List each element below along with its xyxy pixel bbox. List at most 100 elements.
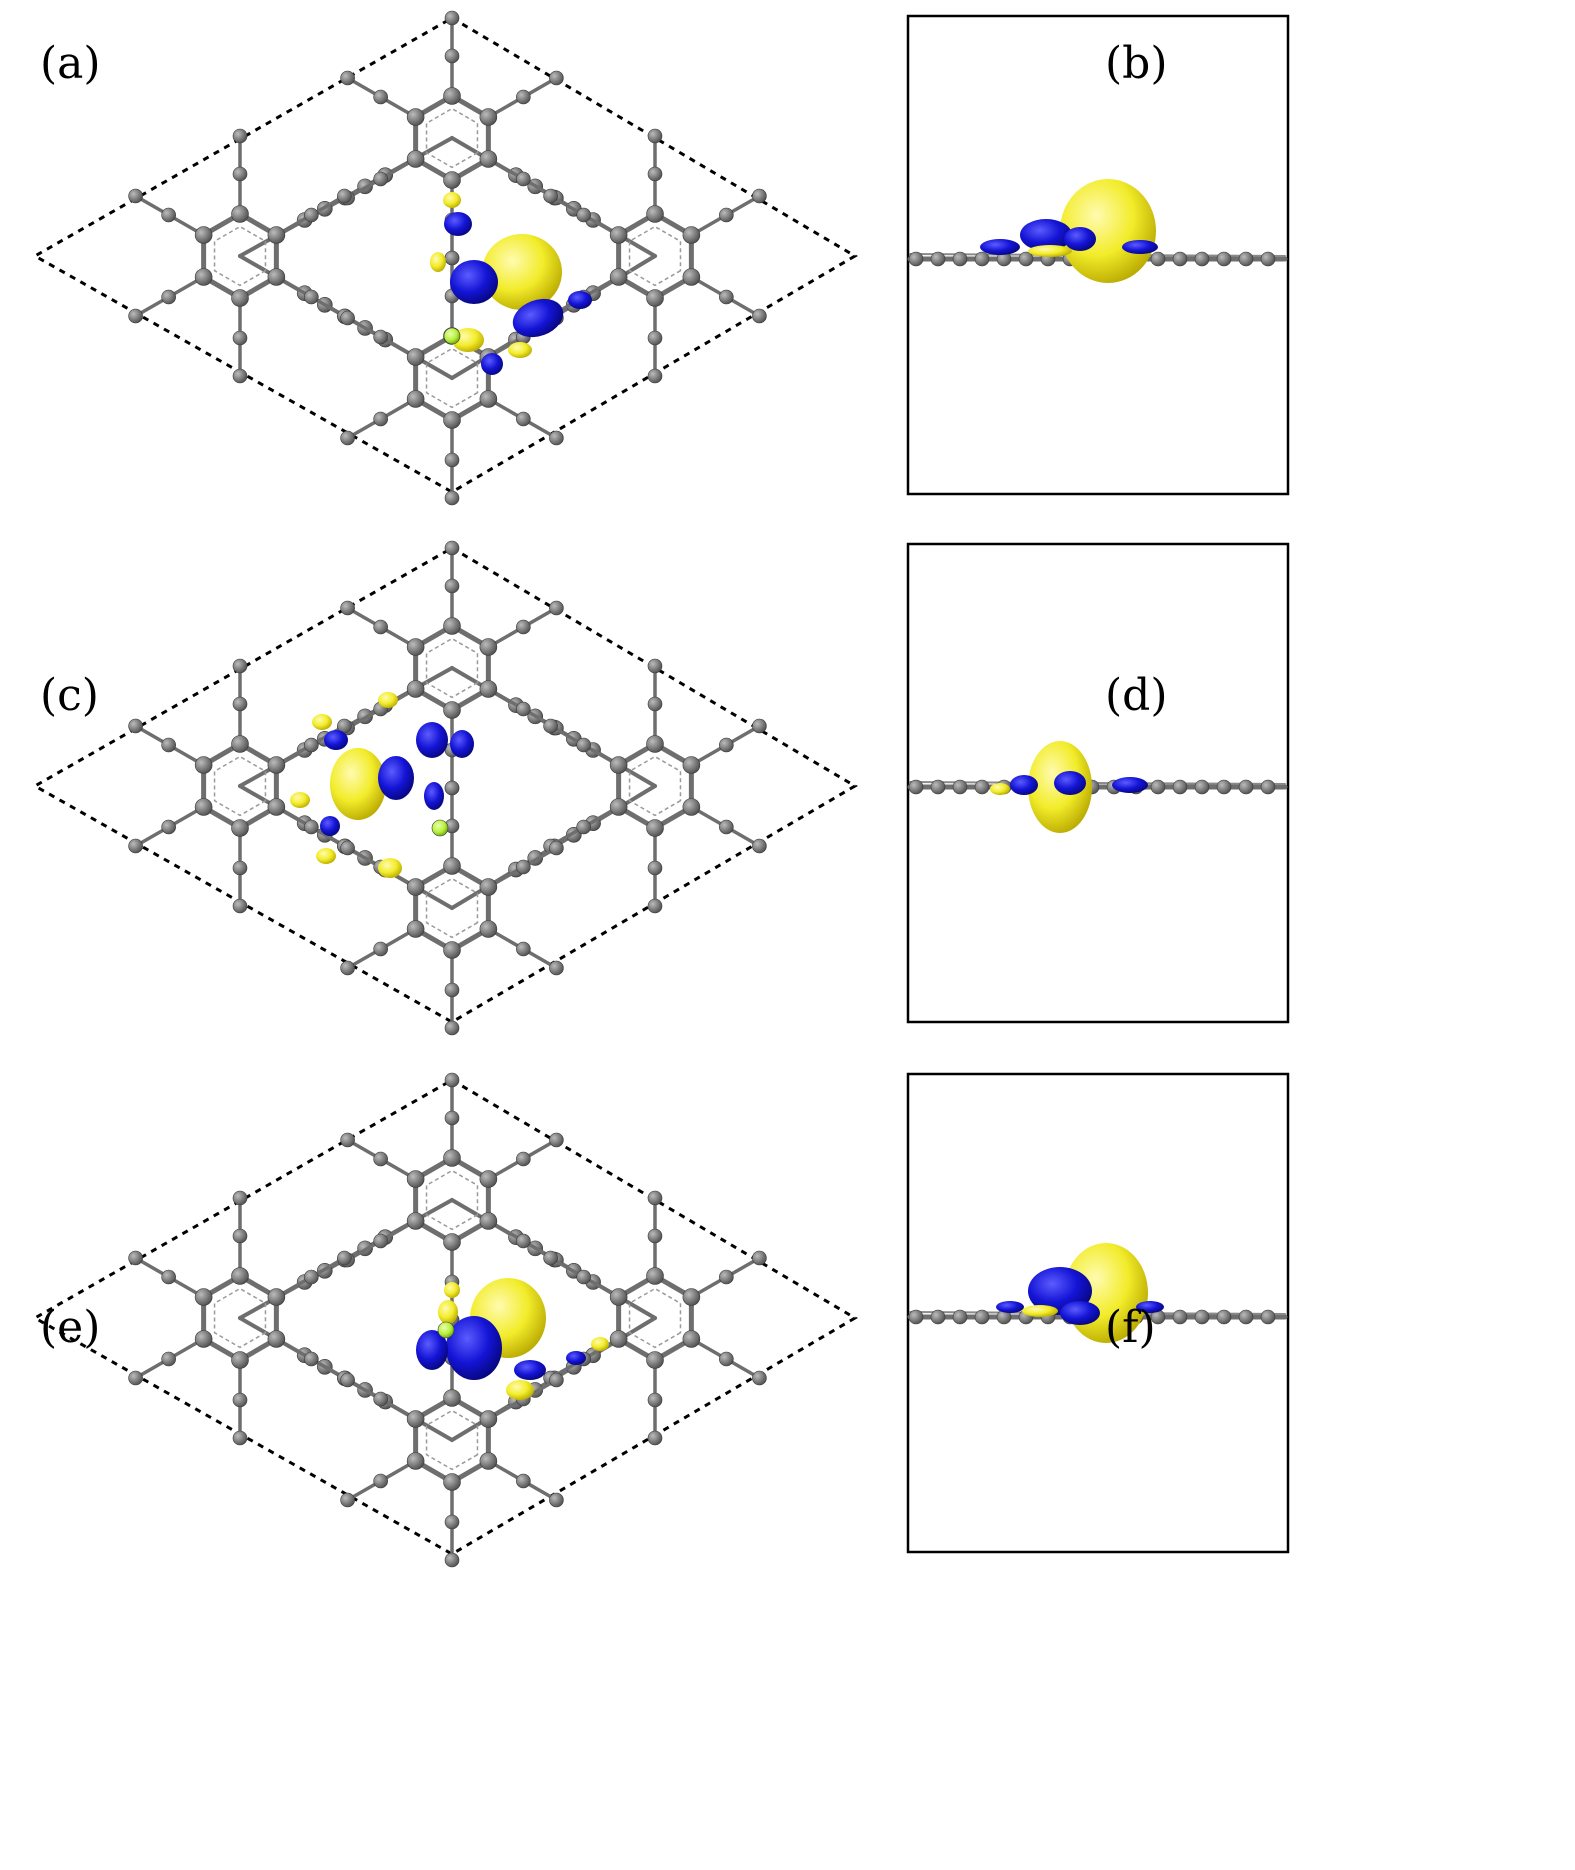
isosurface-negative-lobe [1054, 771, 1086, 795]
isosurface-negative-lobe [1064, 227, 1096, 251]
dopant-atom [443, 327, 461, 345]
ring-carbon-atom [267, 756, 286, 774]
edge-carbon-atom [930, 779, 946, 795]
spoke-carbon-atom [232, 368, 248, 384]
network-group [31, 540, 858, 1036]
isosurface-negative-lobe [980, 239, 1020, 255]
ring-carbon-atom [682, 268, 701, 286]
spoke-carbon-atom [373, 1391, 388, 1407]
isosurface-negative-lobe [324, 730, 348, 750]
edge-carbon-atom [930, 251, 946, 267]
ring-carbon-atom [194, 268, 213, 286]
edge-carbon-atom [1018, 251, 1034, 267]
isosurface-positive-lobe [1022, 1305, 1058, 1317]
isosurface-negative-lobe [1010, 775, 1038, 795]
spoke-carbon-atom [647, 1190, 663, 1206]
edge-carbon-atom [974, 779, 990, 795]
spoke-carbon-atom [128, 718, 143, 734]
aromatic-ring-inner [425, 877, 479, 939]
spoke-carbon-atom [340, 430, 355, 446]
ring-carbon-atom [443, 1233, 461, 1251]
edge-carbon-atom [974, 251, 990, 267]
ring-carbon-atom [231, 205, 249, 223]
aromatic-ring-inner [425, 107, 479, 169]
spoke-carbon-atom [752, 1250, 767, 1266]
ring-carbon-atom [479, 390, 498, 408]
spoke-carbon-atom [752, 718, 767, 734]
dopant-atom [437, 1321, 455, 1339]
isosurface-negative-lobe [512, 298, 564, 338]
isosurface-positive-lobe [1028, 245, 1072, 257]
spoke-carbon-atom [516, 619, 531, 635]
ring-carbon-atom [194, 1288, 213, 1306]
ring-carbon-atom [682, 756, 701, 774]
isosurface-positive-lobe [430, 252, 446, 272]
spoke-carbon-atom [340, 960, 355, 976]
isosurface-negative-lobe [481, 353, 503, 375]
ring-carbon-atom [406, 1410, 425, 1428]
spoke-carbon-atom [576, 207, 591, 223]
aromatic-ring-inner [628, 755, 682, 817]
spoke-carbon-atom [516, 89, 531, 105]
aromatic-ring-inner [628, 1287, 682, 1349]
ring-carbon-atom [194, 798, 213, 816]
ring-carbon-atom [682, 226, 701, 244]
spoke-carbon-atom [549, 430, 564, 446]
spoke-carbon-atom [719, 737, 734, 753]
spoke-carbon-atom [647, 898, 663, 914]
spoke-carbon-atom [444, 1020, 460, 1036]
spoke-carbon-atom [232, 696, 248, 712]
panel-d-side-view [906, 542, 1290, 1024]
edge-carbon-atom [1260, 1309, 1276, 1325]
spoke-carbon-atom [543, 188, 558, 204]
ring-carbon-atom [443, 171, 461, 189]
ring-carbon-atom [646, 819, 664, 837]
spoke-carbon-atom [340, 840, 355, 856]
spoke-carbon-atom [373, 619, 388, 635]
spoke-carbon-atom [719, 289, 734, 305]
panel-b-side-view [906, 14, 1290, 496]
spoke-carbon-atom [647, 1228, 663, 1244]
spoke-carbon-atom [752, 188, 767, 204]
spoke-carbon-atom [161, 1351, 176, 1367]
ring-carbon-atom [443, 1389, 461, 1407]
edge-carbon-atom [930, 1309, 946, 1325]
ring-carbon-atom [406, 108, 425, 126]
edge-carbon-atom [974, 1309, 990, 1325]
spoke-carbon-atom [373, 171, 388, 187]
panel-label-b: (b) [1105, 38, 1168, 89]
spoke-carbon-atom [373, 89, 388, 105]
ring-carbon-atom [646, 289, 664, 307]
spoke-carbon-atom [444, 250, 460, 266]
spoke-carbon-atom [444, 48, 460, 64]
network-group [31, 1072, 858, 1568]
edge-carbon-atom [1216, 1309, 1232, 1325]
ring-carbon-atom [443, 617, 461, 635]
spoke-carbon-atom [232, 330, 248, 346]
spoke-carbon-atom [576, 1269, 591, 1285]
ring-carbon-atom [406, 390, 425, 408]
aromatic-ring-inner [213, 225, 267, 287]
isosurface-group [416, 1278, 609, 1400]
spoke-carbon-atom [549, 840, 564, 856]
isosurface-negative-lobe [1136, 1301, 1164, 1313]
unit-cell-boundary [31, 546, 858, 1024]
network [31, 540, 858, 1036]
isosurface-group [430, 192, 592, 375]
unit-cell-boundary [31, 1078, 858, 1556]
spoke-carbon-atom [444, 490, 460, 506]
spoke-carbon-atom [516, 171, 531, 187]
isosurface-negative-lobe [514, 1360, 546, 1380]
spoke-carbon-atom [444, 10, 460, 26]
spoke-carbon-atom [549, 1372, 564, 1388]
spoke-carbon-atom [373, 1233, 388, 1249]
spoke-carbon-atom [232, 658, 248, 674]
edge-carbon-atom [1172, 1309, 1188, 1325]
edge-carbon-atom [1260, 779, 1276, 795]
spoke-carbon-atom [516, 859, 531, 875]
ring-carbon-atom [406, 348, 425, 366]
spoke-carbon-atom [516, 1233, 531, 1249]
spoke-carbon-atom [444, 1072, 460, 1088]
spoke-carbon-atom [719, 207, 734, 223]
ring-carbon-atom [646, 735, 664, 753]
